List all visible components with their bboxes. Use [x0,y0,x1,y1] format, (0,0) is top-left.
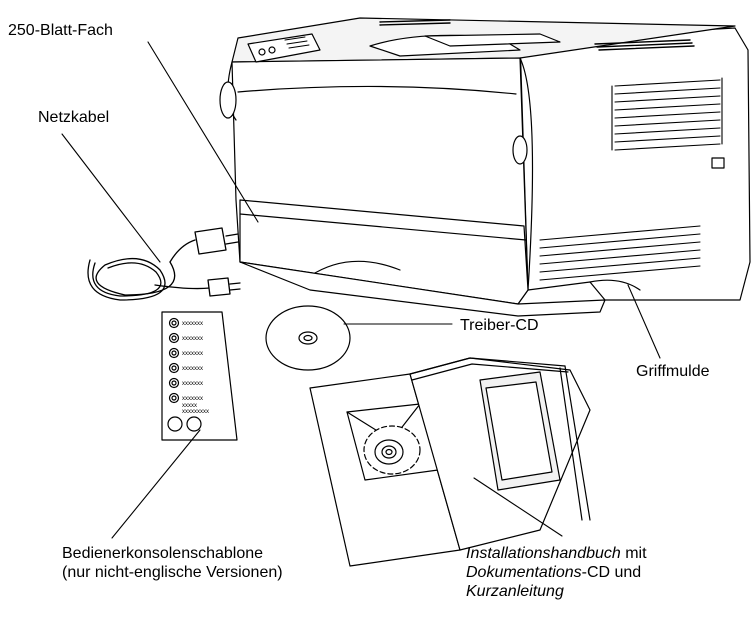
template-item: xxxxxxx [182,336,203,342]
book-label-line3: Kurzanleitung [466,583,564,600]
template-label: Bedienerkonsolenschablone (nur nicht-eng… [62,544,283,582]
book-label-line1: Installationshandbuch mit [466,545,647,562]
template-label-line1: Bedienerkonsolenschablone [62,545,264,562]
template-item: xxxxxxx [182,366,203,372]
leader-template [111,429,201,539]
driver-cd-illustration [265,305,351,371]
template-footer: xxxxxxxxx [182,409,209,415]
book-label: Installationshandbuch mit Dokumentations… [466,544,647,601]
leader-tray [147,41,259,223]
power-cord-label: Netzkabel [38,109,110,126]
handle-label: Griffmulde [636,363,710,380]
power-cord-illustration [87,227,241,301]
template-item: xxxxxxx [182,351,203,357]
installation-book-illustration [309,357,591,567]
template-item: xxxxxxx [182,381,203,387]
template-label-line2: (nur nicht-englische Versionen) [62,564,283,581]
template-item: xxxxxxx [182,396,203,402]
operator-panel-template: xxxxxxx xxxxxxx xxxxxxx xxxxxxx xxxxxxx … [161,311,238,441]
driver-cd-label: Treiber-CD [460,317,539,334]
leader-lines [61,41,661,539]
leader-power-cord [61,133,161,263]
leader-handle [627,284,661,359]
leader-book [473,477,563,537]
book-label-line2: Dokumentations-CD und [466,564,642,581]
tray-label: 250-Blatt-Fach [8,22,113,39]
template-footer: xxxxx [182,403,197,409]
template-item: xxxxxxx [182,321,203,327]
printer-illustration [219,17,751,317]
